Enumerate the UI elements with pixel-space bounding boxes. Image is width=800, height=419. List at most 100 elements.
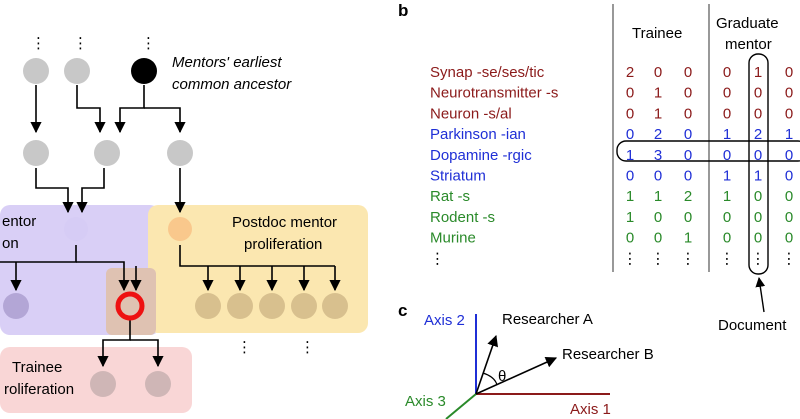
node-trainee-1	[90, 371, 116, 397]
term-count-cell: 0	[754, 209, 762, 226]
term-label: Dopamine -rgic	[430, 147, 532, 164]
term-count-cell: 0	[785, 147, 793, 164]
node-postdoc-mentor	[168, 217, 192, 241]
term-count-cell: 0	[654, 209, 662, 226]
term-count-cell: 0	[626, 85, 634, 102]
term-label: Murine	[430, 230, 476, 247]
term-count-cell: 0	[684, 209, 692, 226]
node-gen1-c	[167, 140, 193, 166]
term-count-cell: 0	[684, 105, 692, 122]
term-count-cell: 1	[723, 188, 731, 205]
term-count-cell: 2	[684, 188, 692, 205]
node-focus-researcher	[115, 291, 145, 321]
term-count-cell: 0	[723, 209, 731, 226]
term-count-cell: 0	[684, 126, 692, 143]
term-count-cell: 1	[626, 209, 634, 226]
term-count-cell: 0	[684, 147, 692, 164]
axis3-line	[445, 393, 477, 419]
node-gen0-b	[64, 58, 90, 84]
term-count-cell: 2	[754, 126, 762, 143]
node-gen1-a	[23, 140, 49, 166]
term-count-cell: 0	[785, 168, 793, 185]
term-count-cell: 0	[654, 230, 662, 247]
term-count-cell: 1	[785, 126, 793, 143]
term-count-cell: 2	[654, 126, 662, 143]
term-count-cell: 1	[723, 168, 731, 185]
term-count-cell: ⋮	[651, 250, 666, 267]
document-column-outline	[748, 53, 769, 275]
term-count-cell: 0	[684, 85, 692, 102]
ellipsis-bottom-1: ⋮	[237, 339, 252, 356]
term-count-cell: 0	[626, 230, 634, 247]
theta-label: θ	[498, 368, 506, 385]
term-count-cell: 0	[785, 188, 793, 205]
ellipsis-top-3: ⋮	[141, 35, 156, 52]
theta-arc	[482, 372, 498, 386]
term-count-cell: ⋮	[751, 250, 766, 267]
term-count-cell: 0	[754, 188, 762, 205]
term-matrix: Synap -se/ses/tic 2 0 0 0 1 0 Neurotransmitter …	[430, 64, 797, 267]
term-count-cell: 0	[723, 147, 731, 164]
term-count-cell: 0	[754, 147, 762, 164]
term-count-cell: 1	[654, 188, 662, 205]
node-sibling-left	[3, 293, 29, 319]
term-count-cell: 0	[626, 168, 634, 185]
document-label: Document	[718, 317, 787, 334]
researcher-b-vector	[475, 357, 558, 395]
node-trainee-2	[145, 371, 171, 397]
term-count-cell: 0	[723, 85, 731, 102]
panel-a: entor on Postdoc mentor proliferation Tr…	[0, 35, 368, 413]
postdoc-label-1: Postdoc mentor	[232, 214, 337, 231]
term-count-cell: 0	[785, 85, 793, 102]
node-gen0-a	[23, 58, 49, 84]
node-postdoc-trainee-4	[291, 293, 317, 319]
term-count-cell: 0	[785, 64, 793, 81]
ancestor-label-2: common ancestor	[172, 76, 292, 93]
dopamine-row-outline	[616, 140, 800, 162]
term-count-cell: 0	[684, 168, 692, 185]
left-mentor-label-1: entor	[2, 213, 36, 230]
term-label: Rat -s	[430, 188, 470, 205]
term-count-cell: 0	[754, 230, 762, 247]
term-count-cell: 0	[626, 126, 634, 143]
header-graduate-1: Graduate	[716, 15, 779, 32]
researcher-a-label: Researcher A	[502, 311, 593, 328]
term-label: Parkinson -ian	[430, 126, 526, 143]
node-postdoc-trainee-1	[195, 293, 221, 319]
term-count-cell: 2	[626, 64, 634, 81]
header-trainee: Trainee	[632, 25, 682, 42]
term-count-cell: 1	[654, 85, 662, 102]
term-label: Synap -se/ses/tic	[430, 64, 545, 81]
term-count-cell: 0	[654, 64, 662, 81]
term-label: Neuron -s/al	[430, 105, 512, 122]
term-count-cell: 1	[626, 188, 634, 205]
trainee-label-2: roliferation	[4, 381, 74, 398]
axis3-label: Axis 3	[405, 393, 446, 410]
ellipsis-top-2: ⋮	[73, 35, 88, 52]
document-arrow	[755, 277, 766, 313]
header-graduate-2: mentor	[725, 36, 772, 53]
term-count-cell: 0	[785, 209, 793, 226]
term-count-cell: 1	[754, 64, 762, 81]
node-graduate-mentor	[64, 217, 88, 241]
ellipsis-top-1: ⋮	[31, 35, 46, 52]
researcher-b-label: Researcher B	[562, 346, 654, 363]
term-count-cell: 1	[754, 168, 762, 185]
term-count-cell: 1	[723, 126, 731, 143]
panel-c: c Axis 2 Axis 1 Axis 3 Researcher A Rese…	[398, 301, 654, 419]
node-common-ancestor	[131, 58, 157, 84]
node-postdoc-trainee-2	[227, 293, 253, 319]
node-postdoc-trainee-5	[322, 293, 348, 319]
axis1-label: Axis 1	[570, 401, 611, 418]
term-label: Neurotransmitter -s	[430, 85, 558, 102]
term-count-cell: ⋮	[720, 250, 735, 267]
term-count-cell: 0	[754, 105, 762, 122]
postdoc-label-2: proliferation	[244, 236, 322, 253]
term-count-cell: 3	[654, 147, 662, 164]
ancestor-label-1: Mentors' earliest	[172, 54, 282, 71]
axis2-label: Axis 2	[424, 312, 465, 329]
panel-c-letter: c	[398, 301, 407, 320]
left-mentor-label-2: on	[2, 235, 19, 252]
term-label: Striatum	[430, 168, 486, 185]
